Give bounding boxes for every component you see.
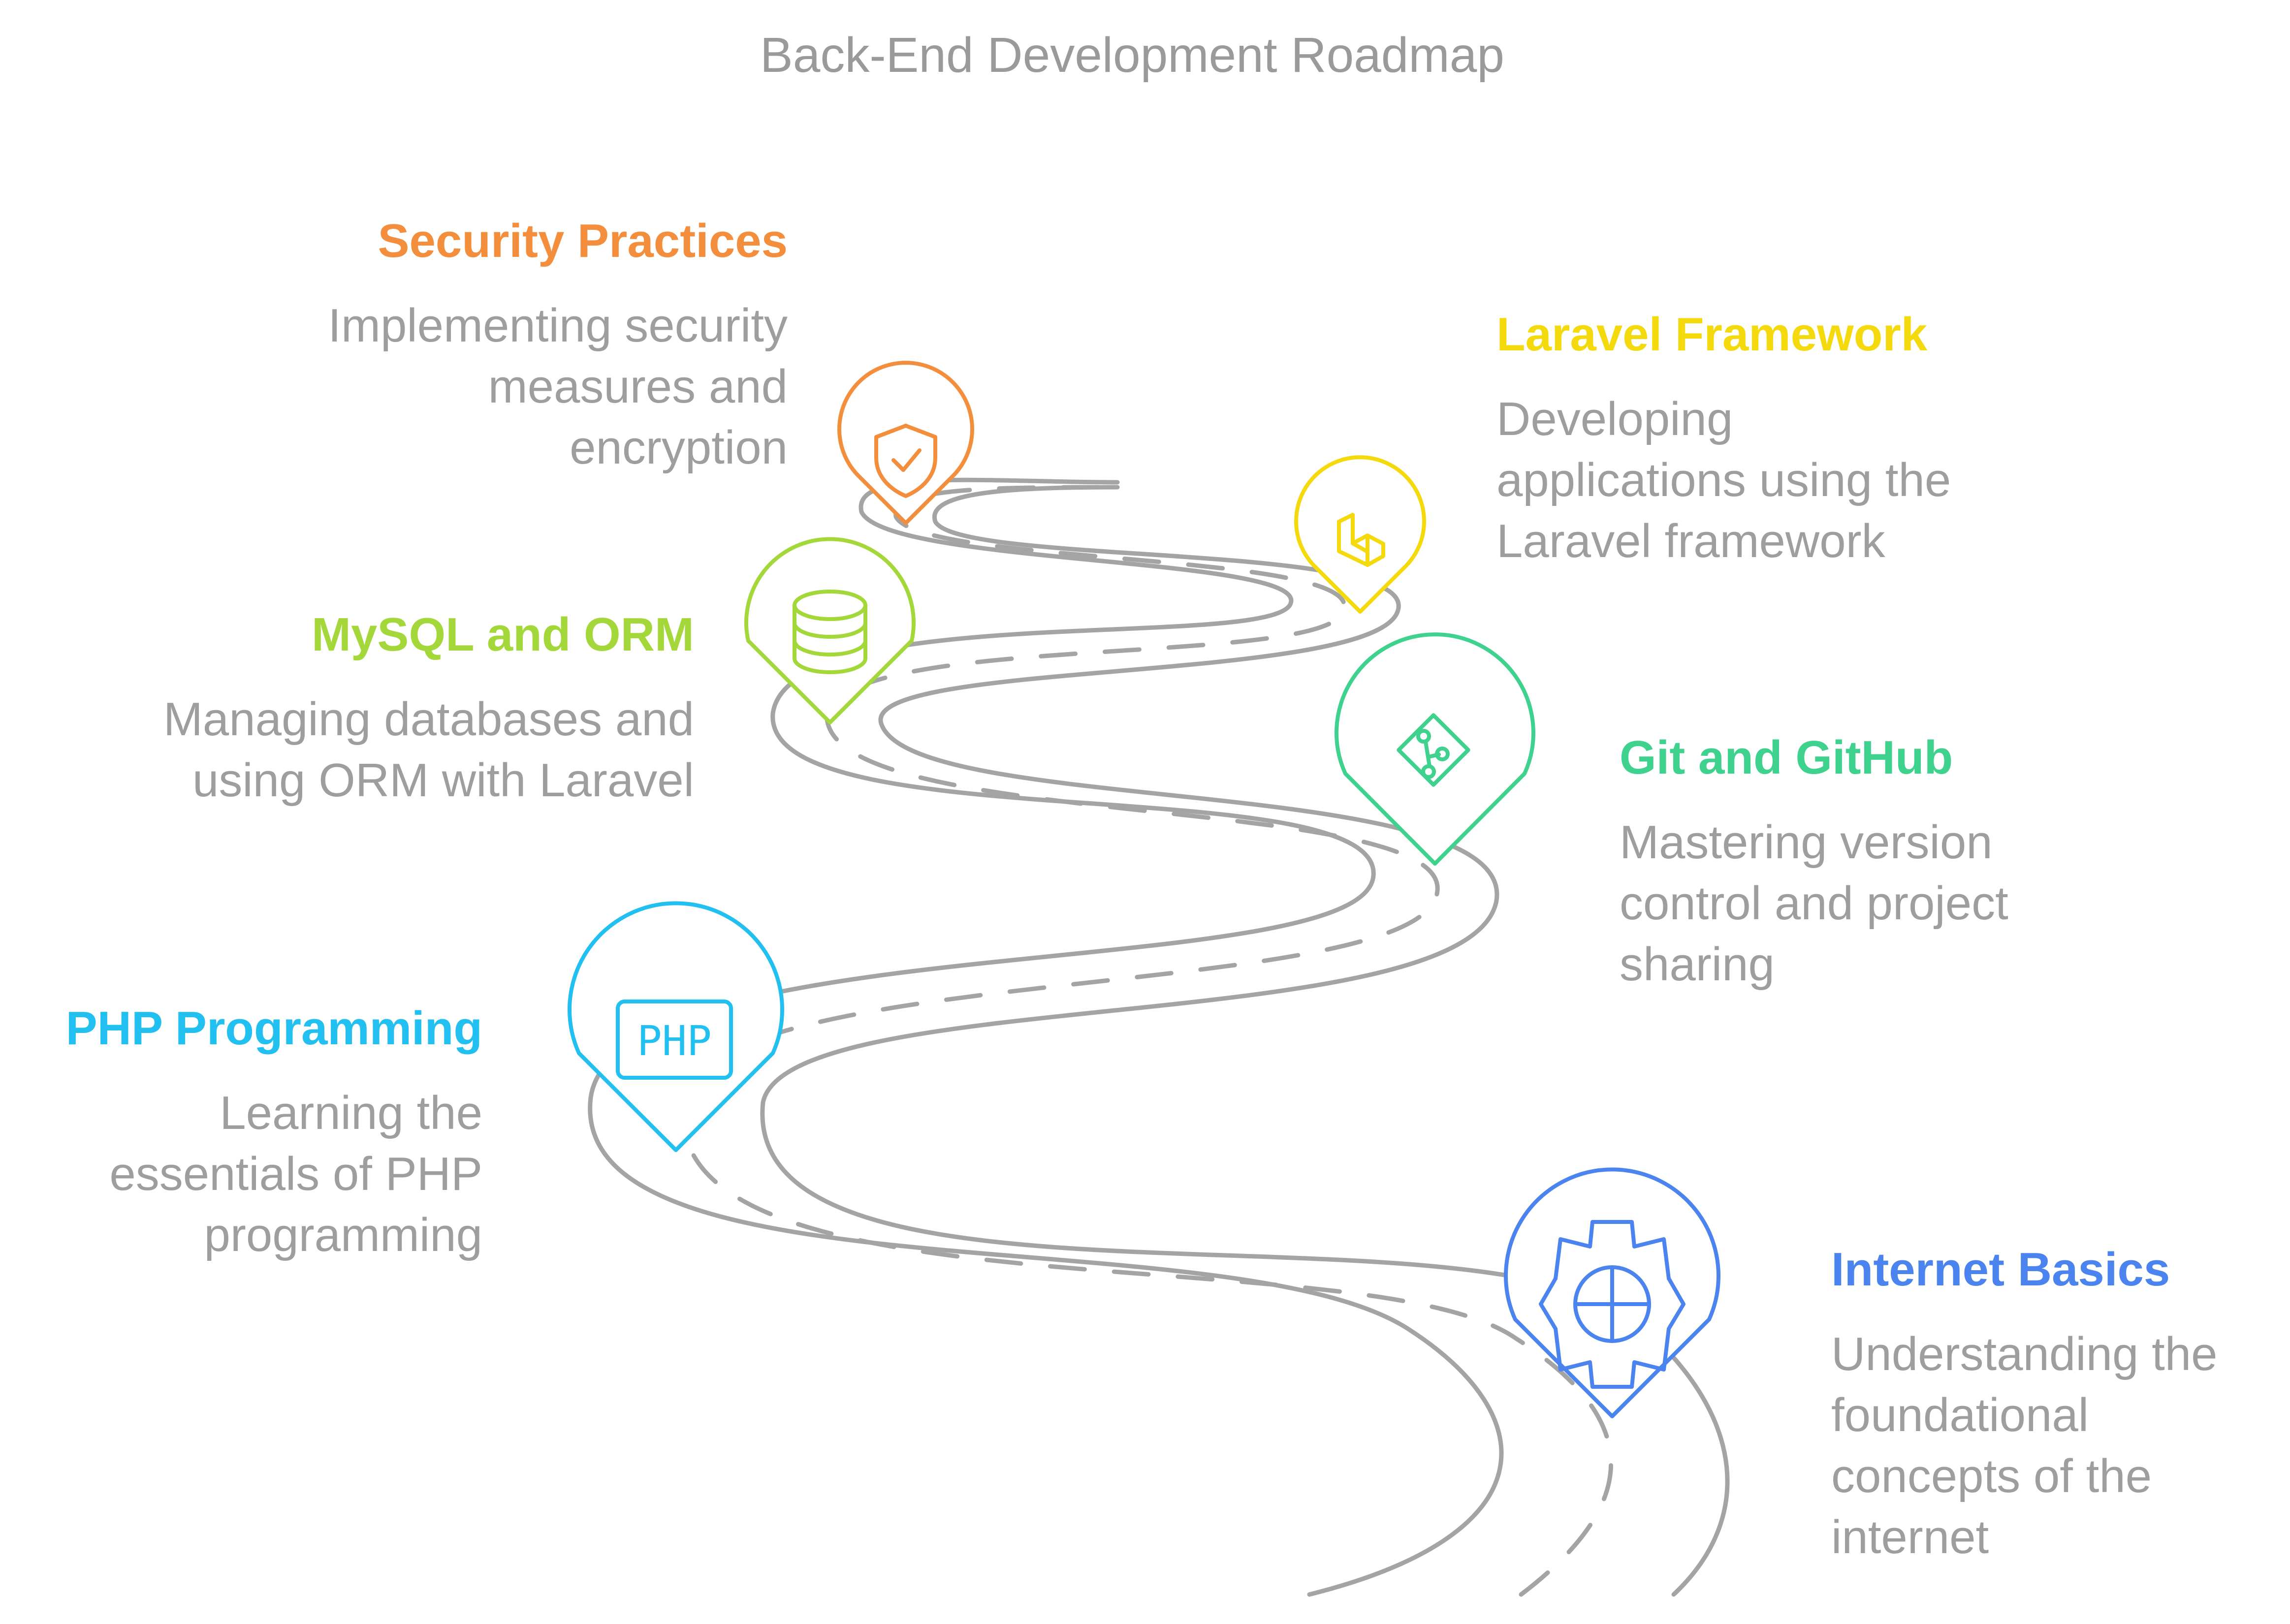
- marker-php[interactable]: PHP: [568, 901, 784, 1152]
- shield-check-icon: [874, 424, 937, 498]
- milestone-internet-basics: Internet Basics Understanding the founda…: [1831, 1240, 2284, 1568]
- svg-text:PHP: PHP: [637, 1017, 712, 1065]
- milestone-heading: Laravel Framework: [1496, 308, 1928, 361]
- milestone-heading: Git and GitHub: [1620, 731, 1953, 784]
- milestone-laravel-framework: Laravel Framework Developing application…: [1496, 305, 1989, 572]
- marker-security[interactable]: [837, 361, 974, 525]
- map-pin-security: [837, 361, 974, 525]
- road-edge-right: [760, 485, 1730, 1597]
- milestone-description: Mastering version control and project sh…: [1620, 816, 2008, 991]
- marker-internet[interactable]: [1504, 1167, 1720, 1418]
- map-pin-laravel: [1294, 455, 1426, 614]
- marker-git[interactable]: [1335, 632, 1535, 866]
- milestone-description: Understanding the foundational concepts …: [1831, 1328, 2218, 1563]
- milestone-heading: Internet Basics: [1831, 1243, 2170, 1296]
- database-icon: [793, 590, 867, 674]
- milestone-description: Managing databases and using ORM with La…: [163, 693, 694, 807]
- gear-crosshair-icon: [1539, 1220, 1686, 1389]
- road-center-dashes: [681, 485, 1613, 1597]
- map-pin-mysql: [744, 537, 916, 724]
- milestone-heading: Security Practices: [378, 215, 788, 267]
- milestone-description: Implementing security measures and encry…: [328, 299, 788, 474]
- laravel-logo-icon: [1337, 513, 1385, 567]
- map-pin-git: [1335, 632, 1535, 866]
- marker-mysql[interactable]: [744, 537, 916, 724]
- milestone-php-programming: PHP Programming Learning the essentials …: [20, 999, 482, 1266]
- milestone-security-practices: Security Practices Implementing security…: [271, 212, 788, 478]
- git-branch-icon: [1397, 713, 1470, 787]
- page-title: Back-End Development Roadmap: [760, 28, 1504, 83]
- milestone-description: Developing applications using the Larave…: [1496, 393, 1951, 567]
- php-badge-icon: PHP: [616, 999, 733, 1080]
- road-edge-left: [588, 477, 1504, 1597]
- milestone-mysql-and-orm: MySQL and ORM Managing databases and usi…: [148, 605, 694, 811]
- map-pin-php: [568, 901, 784, 1152]
- marker-laravel[interactable]: [1294, 455, 1426, 614]
- milestone-description: Learning the essentials of PHP programmi…: [109, 1087, 482, 1261]
- milestone-heading: MySQL and ORM: [312, 608, 694, 661]
- milestone-git-and-github: Git and GitHub Mastering version control…: [1620, 728, 2112, 995]
- milestone-heading: PHP Programming: [65, 1002, 482, 1055]
